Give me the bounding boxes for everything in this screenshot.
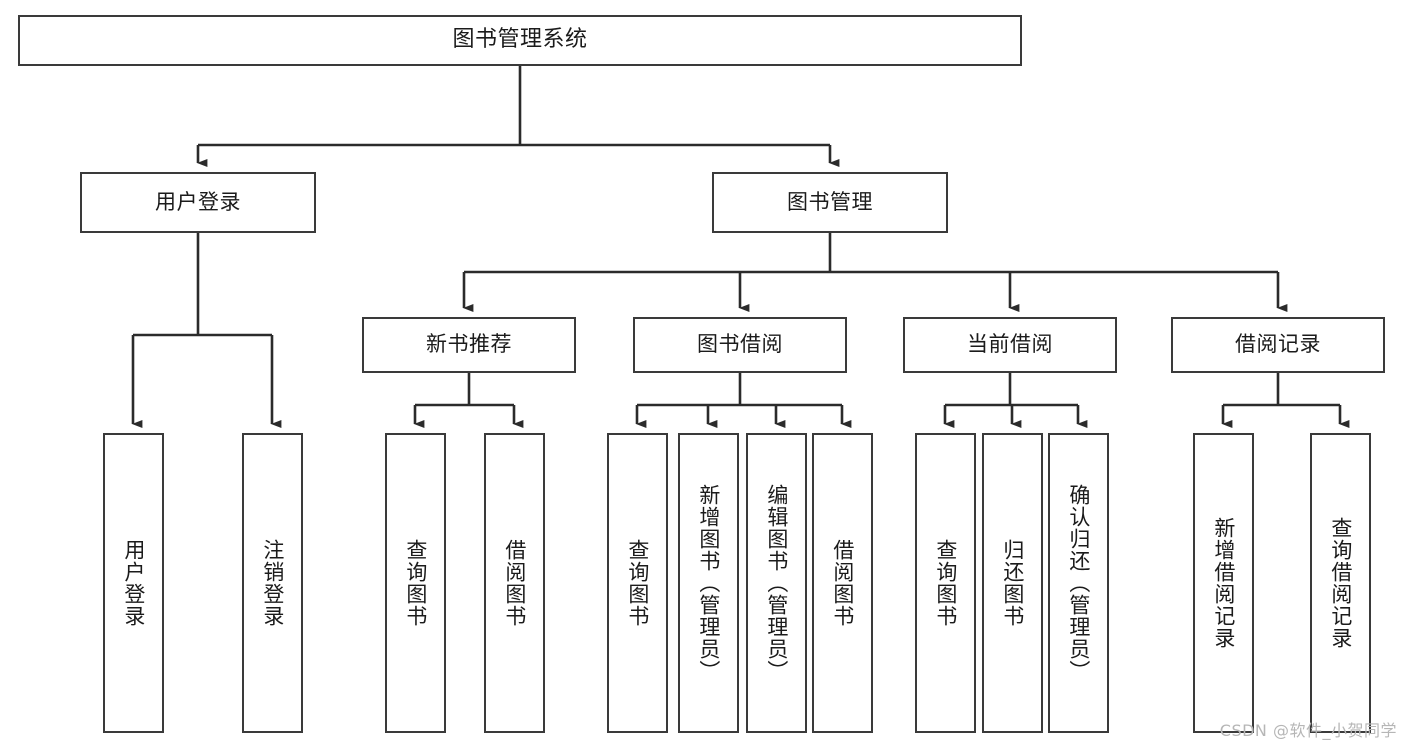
leaf-user-login-login[interactable]: 用户登录 (103, 433, 164, 733)
node-label: 查询借阅记录 (1328, 517, 1353, 649)
node-label: 查询图书 (403, 539, 428, 627)
node-label: 查询图书 (933, 539, 958, 627)
node-label: 新增图书（管理员） (696, 484, 721, 682)
node-label: 新书推荐 (426, 332, 512, 357)
node-root-system[interactable]: 图书管理系统 (18, 15, 1022, 66)
node-label: 图书借阅 (697, 332, 783, 357)
leaf-record-add-record[interactable]: 新增借阅记录 (1193, 433, 1254, 733)
leaf-record-query-record[interactable]: 查询借阅记录 (1310, 433, 1371, 733)
node-label: 确认归还（管理员） (1066, 484, 1091, 682)
leaf-recommend-borrow-book[interactable]: 借阅图书 (484, 433, 545, 733)
node-label: 查询图书 (625, 539, 650, 627)
leaf-borrow-add-book-admin[interactable]: 新增图书（管理员） (678, 433, 739, 733)
node-label: 当前借阅 (967, 332, 1053, 357)
node-label: 用户登录 (121, 539, 146, 627)
leaf-current-query-book[interactable]: 查询图书 (915, 433, 976, 733)
leaf-current-confirm-return-admin[interactable]: 确认归还（管理员） (1048, 433, 1109, 733)
node-label: 图书管理系统 (452, 27, 588, 53)
node-book-borrow[interactable]: 图书借阅 (633, 317, 847, 373)
node-label: 新增借阅记录 (1211, 517, 1236, 649)
node-current-borrow[interactable]: 当前借阅 (903, 317, 1117, 373)
leaf-current-return-book[interactable]: 归还图书 (982, 433, 1043, 733)
node-new-book-recommend[interactable]: 新书推荐 (362, 317, 576, 373)
node-book-management[interactable]: 图书管理 (712, 172, 948, 233)
node-label: 借阅图书 (502, 539, 527, 627)
node-borrow-record[interactable]: 借阅记录 (1171, 317, 1385, 373)
node-label: 用户登录 (155, 189, 241, 214)
leaf-borrow-borrow-book[interactable]: 借阅图书 (812, 433, 873, 733)
node-label: 注销登录 (260, 539, 285, 627)
leaf-recommend-query-book[interactable]: 查询图书 (385, 433, 446, 733)
csdn-watermark: CSDN @软件_小贺同学 (1219, 721, 1397, 740)
node-label: 归还图书 (1000, 539, 1025, 627)
leaf-borrow-edit-book-admin[interactable]: 编辑图书（管理员） (746, 433, 807, 733)
node-label: 借阅图书 (830, 539, 855, 627)
node-label: 图书管理 (787, 189, 873, 214)
node-user-login[interactable]: 用户登录 (80, 172, 316, 233)
leaf-user-login-logout[interactable]: 注销登录 (242, 433, 303, 733)
node-label: 借阅记录 (1235, 332, 1321, 357)
node-label: 编辑图书（管理员） (764, 484, 789, 682)
leaf-borrow-query-book[interactable]: 查询图书 (607, 433, 668, 733)
